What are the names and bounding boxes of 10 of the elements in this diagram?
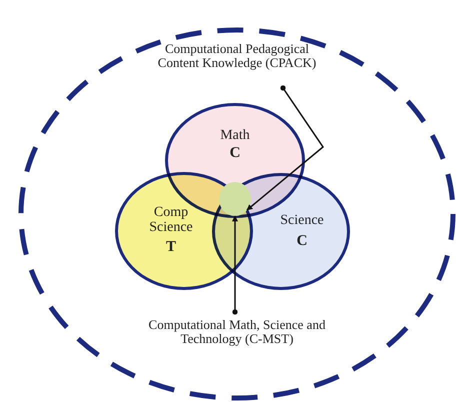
leader-line	[232, 215, 238, 315]
annotation-text: Computational Math, Science and Technology (C-MST)	[148, 318, 326, 347]
circle-letter: T	[164, 239, 177, 256]
circle-label: Math	[219, 128, 251, 144]
annotation-text: Computational Pedagogical Content Knowledge (CPACK)	[156, 42, 318, 71]
circle-letter: C	[296, 233, 308, 250]
circle-label: Science	[279, 213, 325, 228]
circle-letter: C	[228, 145, 242, 162]
leader-line	[246, 85, 324, 211]
circle-label: Comp Science	[148, 205, 194, 236]
